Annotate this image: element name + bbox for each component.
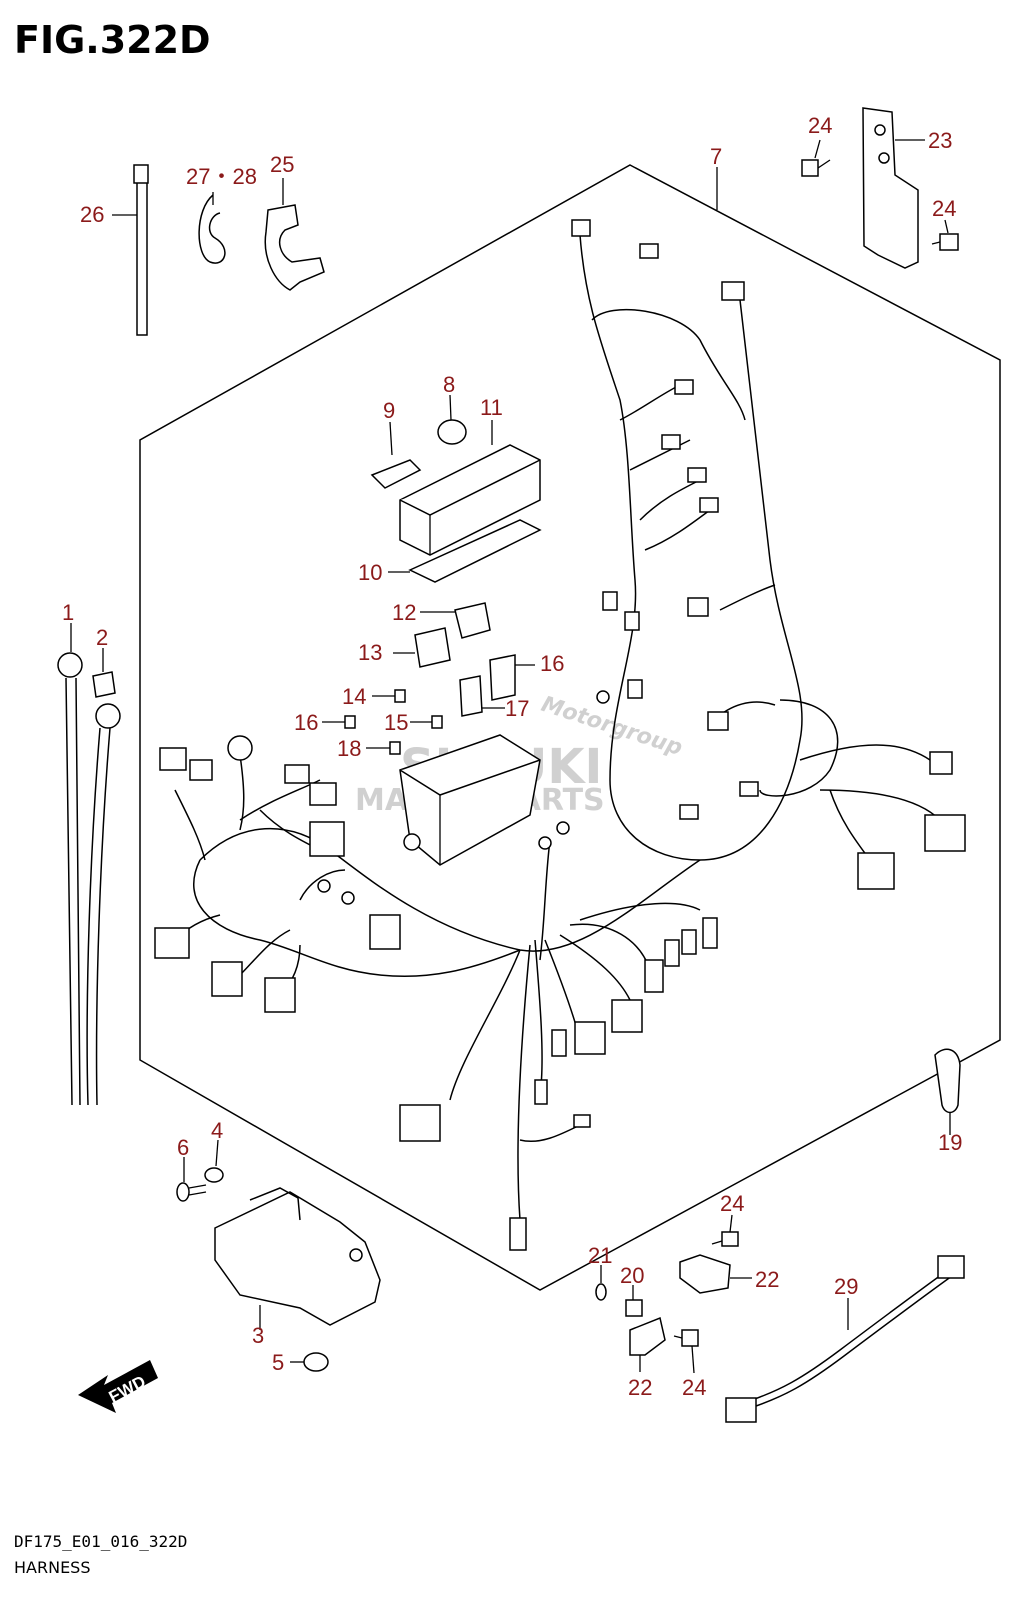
callout-16b: 16 [540,651,564,676]
diagram-name: HARNESS [14,1558,91,1577]
o-ring-part [595,1283,607,1301]
relay-part [393,627,451,668]
callout-17: 17 [505,696,529,721]
callout-8: 8 [443,372,455,397]
callout-23: 23 [928,128,952,153]
battery-cable-part [57,623,83,1106]
callout-24d: 24 [682,1375,706,1400]
callout-2: 2 [96,625,108,650]
grommet-part [290,1352,329,1372]
fwd-arrow: FWD [78,1360,158,1413]
callout-24b: 24 [932,196,956,221]
extension-harness-part [725,1255,965,1423]
fuse-part [344,715,356,729]
diagram-code: DF175_E01_016_322D [14,1532,188,1551]
callout-25: 25 [270,152,294,177]
callout-4: 4 [211,1118,223,1143]
callout-24c: 24 [720,1191,744,1216]
callout-11: 11 [480,395,503,420]
bolt-part [711,1214,739,1247]
mount-bracket-part [214,1187,381,1330]
callout-3: 3 [252,1323,264,1348]
bolt-part [801,139,831,177]
cable-clamp-part [679,1254,752,1294]
bolt-part [931,219,959,251]
callout-1: 1 [62,600,74,625]
callout-20: 20 [620,1263,644,1288]
fuse-part [394,689,406,703]
callout-26: 26 [80,202,104,227]
fuse-part [431,715,443,729]
cable-clamp-part [629,1316,666,1372]
fuse-part [459,675,483,717]
callout-12: 12 [392,600,416,625]
callout-13: 13 [358,640,382,665]
screw-part [176,1157,207,1202]
fuse-part [489,654,516,701]
harness-fuse-box [399,734,541,866]
main-harness [174,234,941,1221]
callout-22b: 22 [628,1375,652,1400]
collar-part [625,1299,643,1317]
callout-16a: 16 [294,710,318,735]
callout-10: 10 [358,560,382,585]
relay-part [420,602,491,639]
callout-14: 14 [342,684,366,709]
callout-24a: 24 [808,113,832,138]
harness-connectors [154,219,966,1251]
bracket-part [862,107,925,269]
callout-5: 5 [272,1350,284,1375]
leader-line [449,394,452,421]
boot-part [934,1048,961,1114]
callout-15: 15 [384,710,408,735]
bolt-part [673,1329,699,1374]
callout-6: 6 [177,1135,189,1160]
callout-27-28: 27・28 [186,164,257,189]
washer-part [204,1167,224,1183]
cable-tie-part [112,164,149,336]
seal-part [408,519,542,583]
callout-21: 21 [588,1243,612,1268]
fuse-box-part [399,420,541,556]
callout-9: 9 [383,398,395,423]
harness-clamp-part [264,178,325,291]
figure-title: FIG.322D [14,18,211,62]
diagram-frame [139,164,1001,1291]
callout-18: 18 [337,736,361,761]
terminal-cover-part [92,648,116,698]
callout-22a: 22 [755,1267,779,1292]
callout-19: 19 [938,1130,962,1155]
fuse-part [389,741,401,755]
wire-clip-part [198,192,226,264]
leader-line [389,421,393,456]
callout-29: 29 [834,1274,858,1299]
fuse-clip-part [370,459,422,489]
callout-7: 7 [710,144,722,169]
battery-cable-part [86,703,121,1106]
grommet-part [437,419,467,445]
